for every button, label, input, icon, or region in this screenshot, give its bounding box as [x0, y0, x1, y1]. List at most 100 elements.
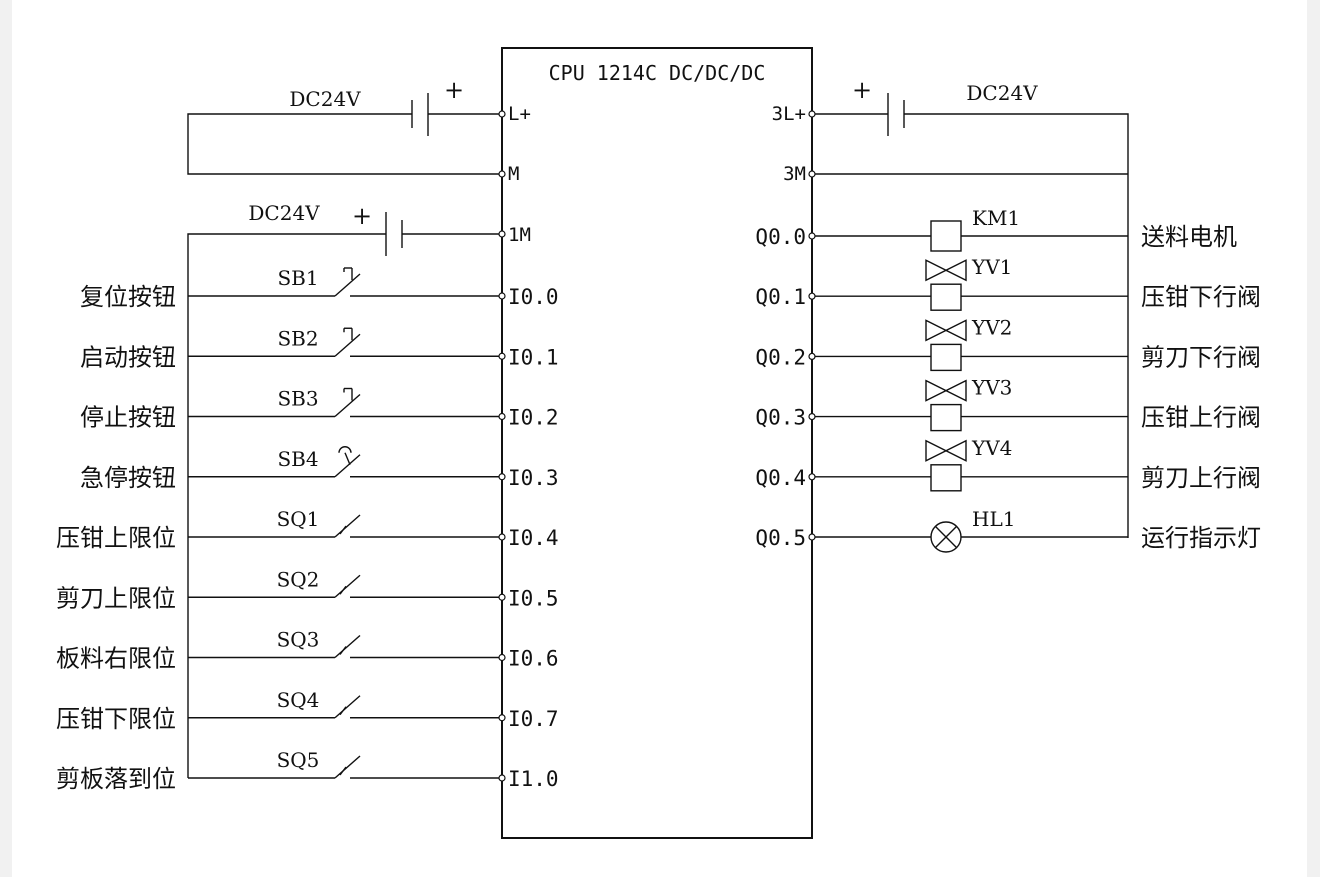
input-row-sq5: SQ5 剪板落到位 I1.0 [56, 748, 559, 793]
indicator-lamp-icon [930, 521, 962, 553]
dc24v-label-input: DC24V [248, 201, 320, 225]
input-addr-i0-2: I0.2 [508, 406, 559, 430]
output-row-km1: KM1 送料电机 Q0.0 [755, 206, 1237, 252]
terminal-dot [498, 412, 506, 421]
output-device-yv1: YV1 [971, 255, 1012, 279]
switch-contact-sq4 [334, 695, 361, 719]
output-label-hl1: 运行指示灯 [1141, 524, 1261, 552]
contactor-coil-icon [930, 220, 962, 252]
switch-contact-sb1 [334, 273, 361, 297]
input-device-sq5: SQ5 [277, 748, 320, 772]
terminal-dot [498, 714, 506, 722]
output-device-hl1: HL1 [972, 507, 1015, 531]
output-device-yv4: YV4 [971, 436, 1012, 460]
output-label-km1: 送料电机 [1141, 223, 1237, 251]
output-device-km1: KM1 [972, 206, 1020, 230]
input-label-sb4: 急停按钮 [80, 464, 176, 492]
plus-label-left: + [444, 76, 464, 104]
terminal-dot [808, 232, 816, 240]
valve-icon [925, 259, 967, 282]
solenoid-coil-icon [930, 283, 962, 311]
input-label-sq1: 压钳上限位 [56, 524, 176, 552]
switch-contact-sb4 [334, 454, 361, 478]
output-label-yv3: 压钳上行阀 [1141, 404, 1261, 432]
terminal-dot [808, 533, 816, 541]
solenoid-coil-icon [930, 343, 962, 372]
input-device-sq1: SQ1 [277, 507, 320, 531]
switch-contact-sb3 [334, 393, 361, 418]
output-addr-q0-5: Q0.5 [755, 526, 806, 550]
plus-label-right: + [852, 76, 872, 104]
output-device-yv2: YV2 [971, 315, 1012, 339]
terminal-dot [498, 653, 506, 662]
input-row-sq1: SQ1 压钳上限位 I0.4 [56, 507, 559, 552]
output-addr-q0-1: Q0.1 [755, 285, 806, 309]
input-row-sq3: SQ3 板料右限位 I0.6 [56, 628, 559, 673]
input-device-sq2: SQ2 [277, 567, 320, 591]
terminal-lplus: L+ [508, 103, 531, 125]
input-device-sq4: SQ4 [277, 688, 320, 712]
output-row-yv1: YV1 压钳下行阀 Q0.1 [755, 255, 1261, 311]
terminal-1m: 1M [508, 224, 531, 246]
terminal-3m: 3M [783, 163, 806, 185]
terminal-m: M [508, 163, 519, 185]
terminal-dot [498, 533, 506, 541]
input-addr-i0-6: I0.6 [508, 647, 559, 671]
input-addr-i0-1: I0.1 [508, 345, 559, 369]
input-label-sq3: 板料右限位 [56, 645, 176, 673]
output-label-yv1: 压钳下行阀 [1141, 283, 1261, 311]
input-device-sb4: SB4 [277, 447, 318, 471]
terminal-dot [498, 292, 506, 300]
output-power-supply: DC24V + 3L+ 3M [772, 76, 1129, 538]
switch-contact-sq2 [334, 574, 361, 598]
switch-contact-sq3 [334, 634, 361, 659]
input-addr-i0-7: I0.7 [508, 707, 559, 731]
switch-contact-sq5 [334, 755, 361, 779]
terminal-dot [498, 593, 506, 601]
dc24v-label-right: DC24V [966, 81, 1038, 105]
solenoid-coil-icon [930, 403, 962, 432]
switch-contact-sb2 [334, 333, 361, 357]
input-addr-i1-0: I1.0 [508, 767, 559, 791]
valve-icon [925, 379, 967, 402]
input-label-sq2: 剪刀上限位 [56, 584, 176, 612]
input-label-sq4: 压钳下限位 [56, 705, 176, 733]
input-row-sb1: SB1 复位按钮 I0.0 [80, 266, 559, 311]
input-device-sq3: SQ3 [277, 628, 320, 652]
input-device-sb2: SB2 [277, 326, 318, 350]
switch-contact-sq1 [334, 514, 361, 538]
cpu-box [501, 47, 813, 839]
output-addr-q0-0: Q0.0 [755, 225, 806, 249]
input-label-sb3: 停止按钮 [80, 404, 176, 432]
input-addr-i0-5: I0.5 [508, 586, 559, 610]
input-label-sb1: 复位按钮 [80, 283, 176, 311]
left-power-supply: DC24V + L+ M [187, 76, 531, 185]
output-addr-q0-3: Q0.3 [755, 406, 806, 430]
plus-label-input: + [352, 202, 372, 230]
dc24v-label-left: DC24V [289, 87, 361, 111]
terminal-dot [498, 352, 506, 360]
input-addr-i0-4: I0.4 [508, 526, 559, 550]
input-power-supply: DC24V + 1M [187, 201, 531, 778]
output-addr-q0-2: Q0.2 [755, 345, 806, 369]
input-row-sq2: SQ2 剪刀上限位 I0.5 [56, 567, 559, 612]
input-row-sb2: SB2 启动按钮 I0.1 [80, 326, 559, 371]
solenoid-coil-icon [930, 464, 962, 492]
input-label-sb2: 启动按钮 [80, 343, 176, 371]
valve-icon [925, 319, 967, 342]
input-label-sq5: 剪板落到位 [56, 765, 176, 793]
output-addr-q0-4: Q0.4 [755, 466, 806, 490]
input-device-sb1: SB1 [277, 266, 318, 290]
input-addr-i0-0: I0.0 [508, 285, 559, 309]
valve-icon [925, 439, 967, 462]
terminal-dot [808, 292, 816, 300]
terminal-dot [498, 473, 506, 481]
input-addr-i0-3: I0.3 [508, 466, 559, 490]
input-row-sb4: SB4 急停按钮 I0.3 [80, 446, 559, 492]
